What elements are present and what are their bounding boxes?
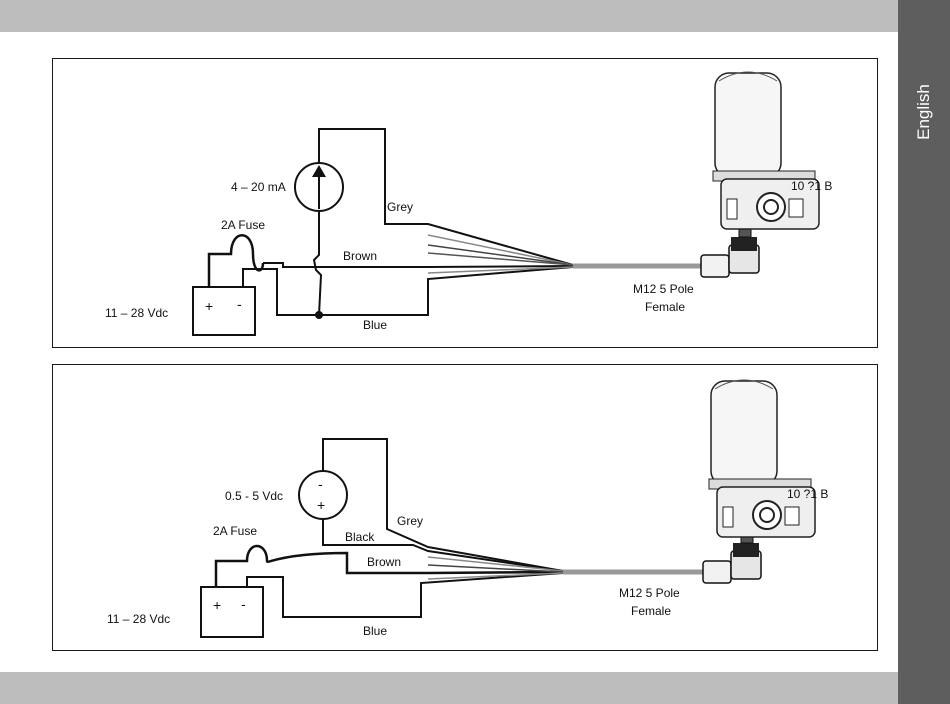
grey-wire-loop xyxy=(323,439,563,571)
battery-minus-sign: - xyxy=(241,596,246,612)
wire-label-black: Black xyxy=(345,530,375,544)
grey-wire-loop xyxy=(319,129,573,265)
wire-label-brown: Brown xyxy=(367,555,401,569)
source-minus-sign: - xyxy=(318,476,323,492)
brown-wire xyxy=(263,263,573,267)
battery-plus-sign: + xyxy=(213,597,221,613)
source-label: 4 – 20 mA xyxy=(231,180,286,194)
wire-label-blue: Blue xyxy=(363,624,387,638)
language-side-tab[interactable]: English xyxy=(898,0,950,704)
fuse-wire xyxy=(209,235,263,287)
black-wire xyxy=(323,519,563,571)
source-label: 0.5 - 5 Vdc xyxy=(225,489,283,503)
wire-label-grey: Grey xyxy=(397,514,423,528)
sensor-device-image: 10 ?1 B xyxy=(709,380,828,537)
fuse-label: 2A Fuse xyxy=(221,218,265,232)
blue-wire xyxy=(243,267,573,315)
battery-minus-sign: - xyxy=(237,296,242,312)
wiring-diagram-current-output: 10 ?1 B 4 – 20 mA 2A Fuse 11 – 28 Vdc + … xyxy=(52,58,878,348)
source-plus-sign: + xyxy=(317,497,325,513)
sensor-device-image: 10 ?1 B xyxy=(713,72,832,229)
battery-box xyxy=(193,287,255,335)
connector-label-line1: M12 5 Pole xyxy=(633,282,694,296)
battery-box xyxy=(201,587,263,637)
current-source-symbol xyxy=(295,163,343,211)
wiring-diagram-1-svg: 10 ?1 B 4 – 20 mA 2A Fuse 11 – 28 Vdc + … xyxy=(53,59,879,349)
connector-label-line1: M12 5 Pole xyxy=(619,586,680,600)
language-label: English xyxy=(914,84,934,140)
wire-label-grey: Grey xyxy=(387,200,413,214)
connector-label-line2: Female xyxy=(645,300,685,314)
sensor-print-text: 10 ?1 B xyxy=(787,487,828,501)
supply-label: 11 – 28 Vdc xyxy=(105,306,168,320)
wire-label-blue: Blue xyxy=(363,318,387,332)
wire-label-brown: Brown xyxy=(343,249,377,263)
fuse-label: 2A Fuse xyxy=(213,524,257,538)
wiring-diagram-2-svg: - + 10 ?1 B 0.5 - 5 Vdc 2A Fuse 11 – 28 … xyxy=(53,365,879,652)
bottom-footer-bar xyxy=(0,672,898,704)
battery-plus-sign: + xyxy=(205,298,213,314)
junction-dot xyxy=(315,311,323,319)
blue-wire xyxy=(247,573,563,617)
wiring-diagram-voltage-output: - + 10 ?1 B 0.5 - 5 Vdc 2A Fuse 11 – 28 … xyxy=(52,364,878,651)
sensor-print-text: 10 ?1 B xyxy=(791,179,832,193)
source-return-wire xyxy=(314,211,321,315)
connector-label-line2: Female xyxy=(631,604,671,618)
supply-label: 11 – 28 Vdc xyxy=(107,612,170,626)
top-header-bar xyxy=(0,0,898,32)
